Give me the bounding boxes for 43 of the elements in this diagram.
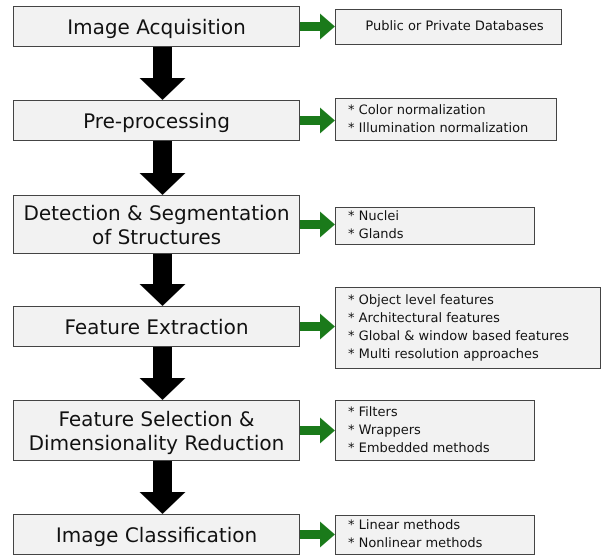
list-item: * Filters xyxy=(348,404,398,422)
process-box xyxy=(13,400,300,461)
list-item: * Nonlinear methods xyxy=(348,535,482,553)
list-item: * Multi resolution approaches xyxy=(348,346,539,364)
list-item: * Illumination normalization xyxy=(348,120,528,138)
list-item: * Embedded methods xyxy=(348,440,490,458)
list-item: * Nuclei xyxy=(348,208,399,226)
arrow xyxy=(300,14,335,40)
arrow xyxy=(300,108,335,134)
note-box xyxy=(335,207,535,245)
arrow xyxy=(300,522,335,548)
process-box xyxy=(13,100,300,141)
step-title: Image Acquisition xyxy=(67,14,246,38)
note-box xyxy=(335,98,557,141)
arrow xyxy=(140,141,186,195)
step-title: Feature Selection & Dimensionality Reduction xyxy=(28,406,286,454)
list-item: * Wrappers xyxy=(348,422,421,440)
list-item: Public or Private Databases xyxy=(365,18,544,36)
note-box xyxy=(335,515,535,555)
arrow xyxy=(140,47,186,100)
step-title: Feature Extraction xyxy=(64,314,249,338)
arrow xyxy=(300,212,335,238)
arrow xyxy=(300,418,335,444)
step-title: Pre-processing xyxy=(83,108,230,132)
process-box xyxy=(13,195,300,254)
arrow xyxy=(300,314,335,340)
list-item: * Architectural features xyxy=(348,310,500,328)
step-title: Image Classification xyxy=(56,522,258,546)
list-item: * Global & window based features xyxy=(348,328,570,346)
note-box xyxy=(335,400,535,461)
note-box xyxy=(335,287,601,369)
list-item: * Linear methods xyxy=(348,517,460,535)
arrow xyxy=(140,347,186,400)
process-box xyxy=(13,6,300,47)
process-box xyxy=(13,306,300,347)
list-item: * Glands xyxy=(348,226,404,244)
process-box xyxy=(13,514,300,555)
arrow xyxy=(140,254,186,306)
list-item: * Color normalization xyxy=(348,102,486,120)
arrow xyxy=(140,461,186,514)
step-title: Detection & Segmentation of Structures xyxy=(22,200,291,248)
list-item: * Object level features xyxy=(348,292,494,310)
note-box xyxy=(335,9,562,45)
